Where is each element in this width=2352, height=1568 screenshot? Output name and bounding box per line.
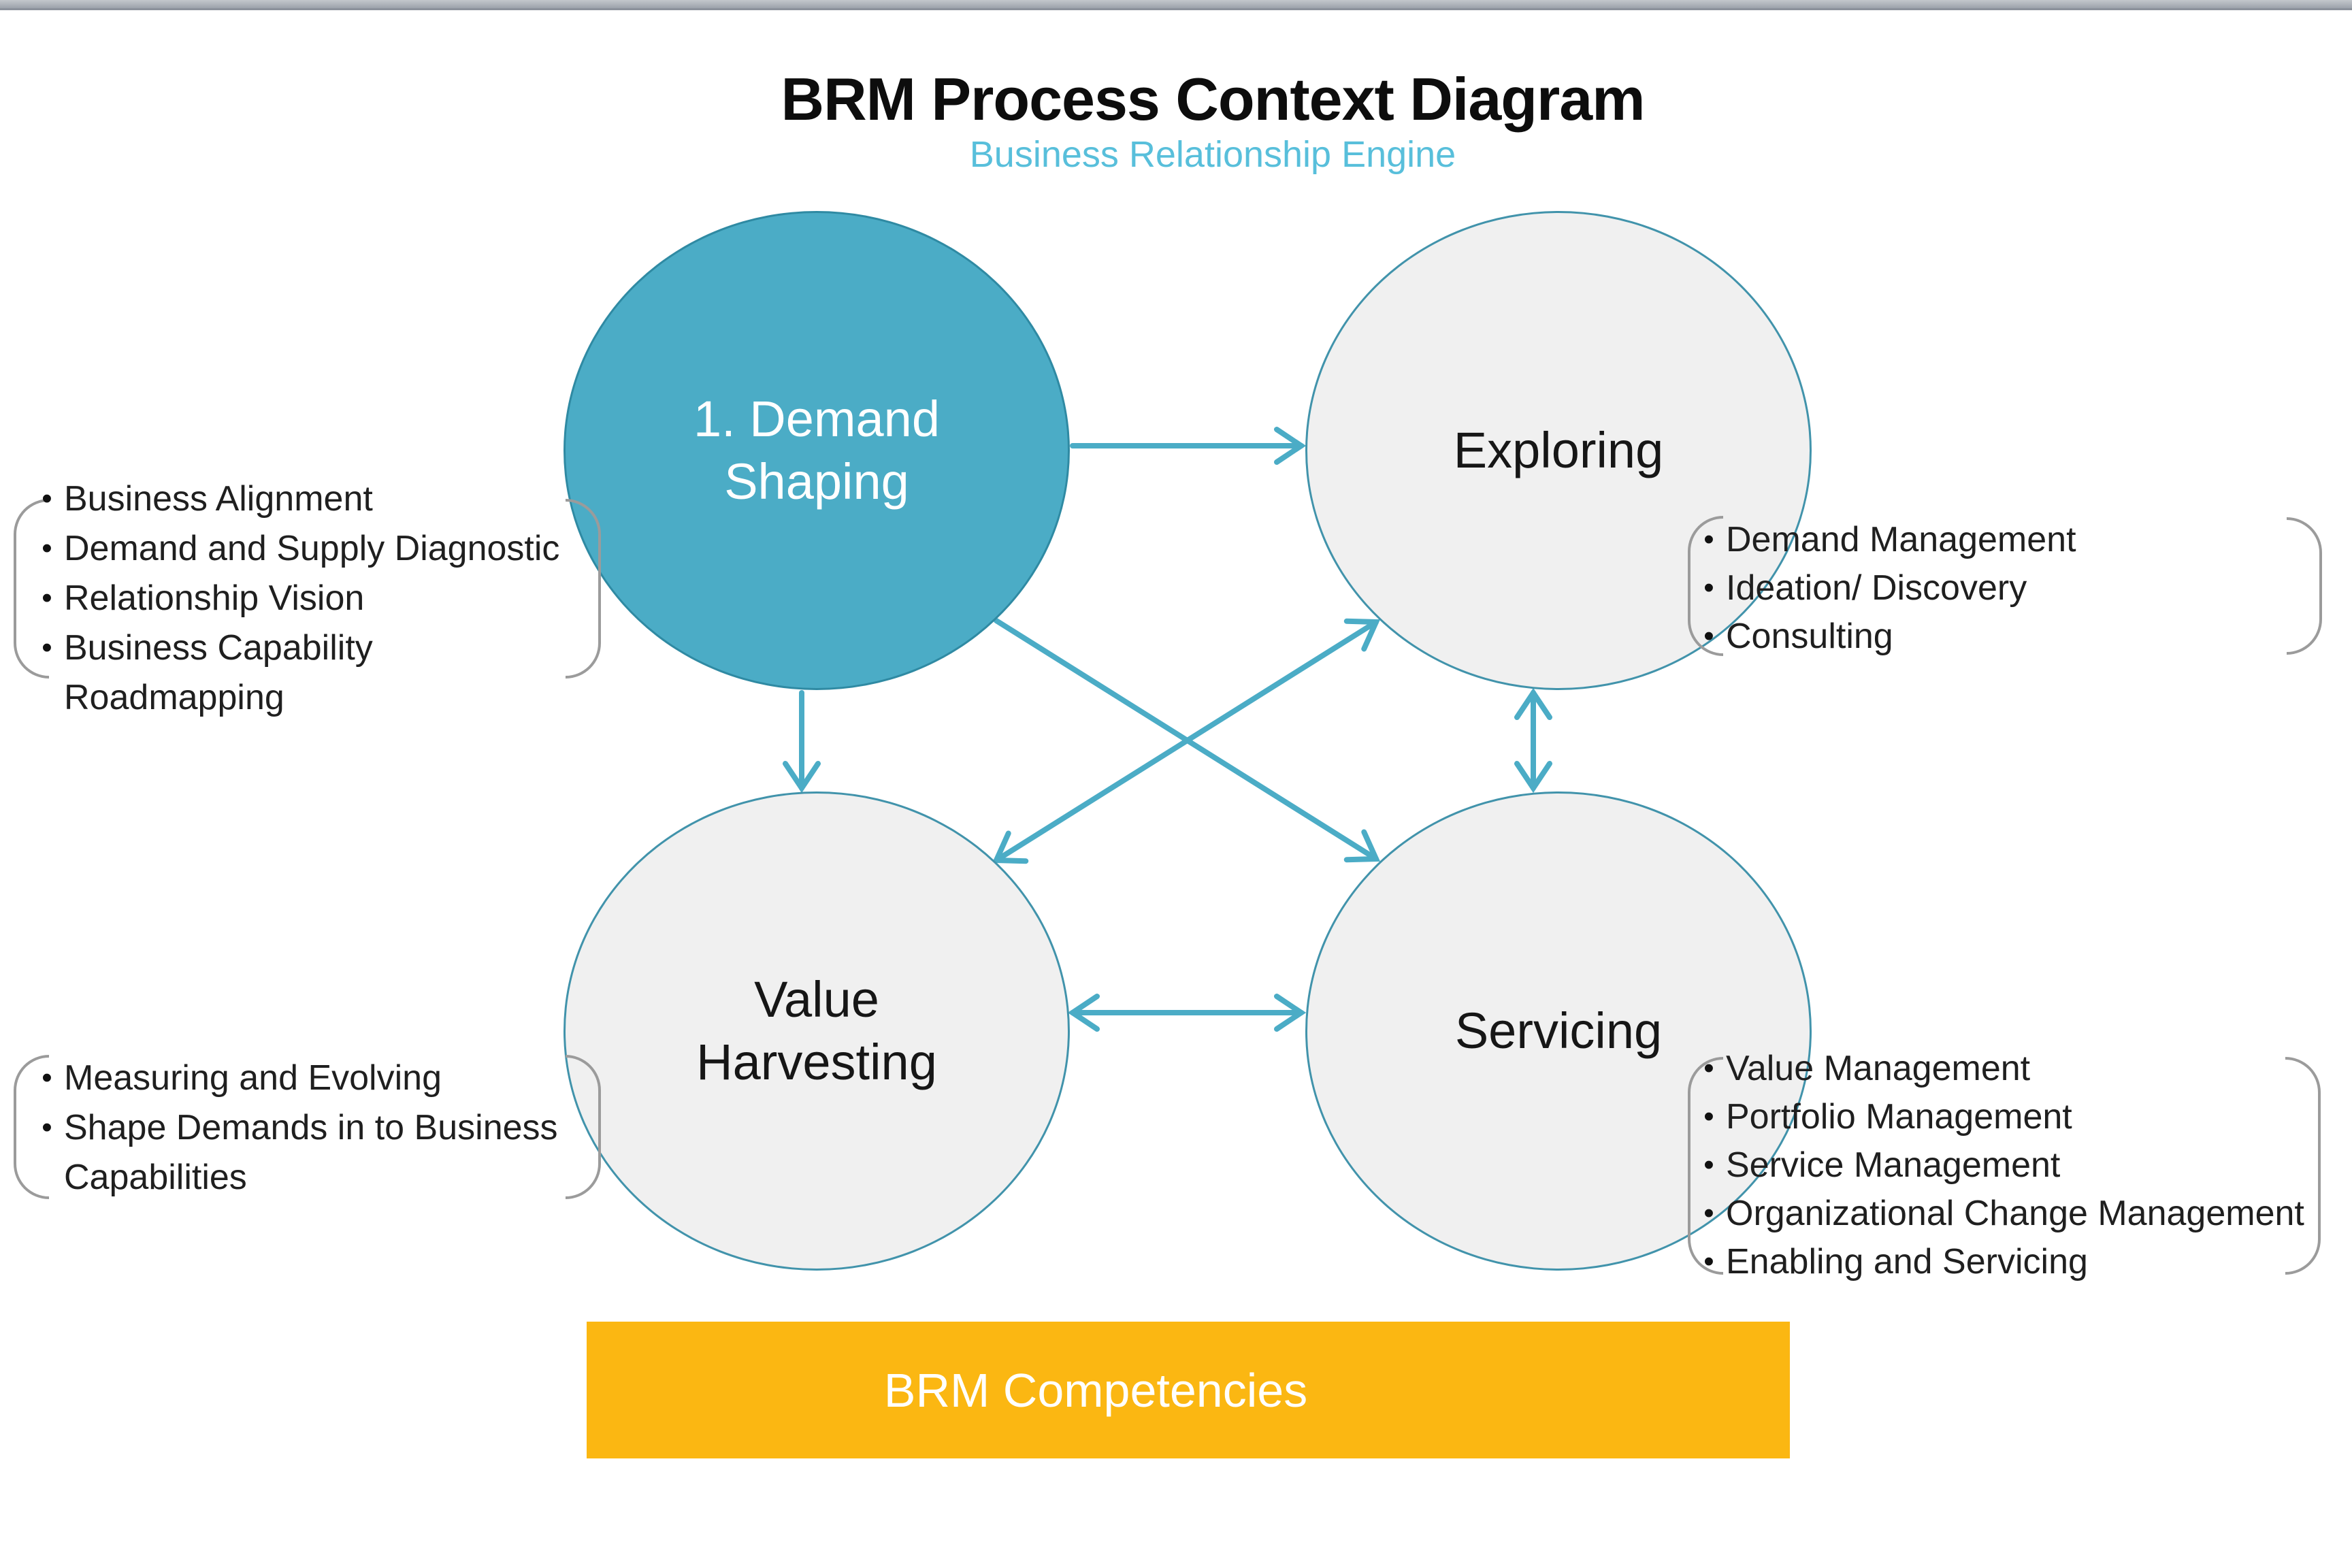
list-item-label: Service Management <box>1726 1145 2061 1185</box>
bullet-icon: • <box>1703 1099 1714 1133</box>
list-item-label: Business Alignment <box>64 478 373 519</box>
brm-competencies-label: BRM Competencies <box>883 1363 1308 1417</box>
bullet-icon: • <box>1703 570 1714 604</box>
circle-label-line: Value <box>754 970 879 1028</box>
circle-exploring: Exploring <box>1305 211 1812 690</box>
list-item-label: Ideation/ Discovery <box>1726 568 2027 608</box>
bullet-icon: • <box>1703 619 1714 653</box>
bullet-icon: • <box>1703 1051 1714 1085</box>
bracket-right-exploring-list <box>2287 517 2322 655</box>
bullet-icon: • <box>42 581 52 615</box>
circle-label-exploring: Exploring <box>1453 421 1664 478</box>
list-item: • Organizational Change Management <box>1692 1189 2304 1237</box>
list-item: • Service Management <box>1692 1141 2304 1189</box>
list-item-label: Demand Management <box>1726 519 2076 559</box>
circle-value-harvesting: Value Harvesting <box>564 791 1070 1271</box>
circle-label-line: Harvesting <box>696 1034 937 1090</box>
list-item: • Business Capability <box>30 623 559 672</box>
circle-label-line: Shaping <box>724 453 909 510</box>
list-item: • Ideation/ Discovery <box>1692 564 2076 612</box>
list-item-label: Portfolio Management <box>1726 1096 2072 1137</box>
list-item: • Value Management <box>1692 1044 2304 1092</box>
arrow-harvesting-exploring-diagonal-bidirectional <box>992 618 1381 864</box>
bracket-right-harvesting-list <box>566 1055 601 1199</box>
list-demand-shaping: • Business Alignment • Demand and Supply… <box>30 474 559 722</box>
list-exploring: • Demand Management • Ideation/ Discover… <box>1692 515 2076 660</box>
list-item-label: Measuring and Evolving <box>64 1058 442 1098</box>
page-subtitle: Business Relationship Engine <box>969 134 1456 176</box>
list-item: • Consulting <box>1692 612 2076 660</box>
list-item: • Demand and Supply Diagnostic <box>30 523 559 573</box>
list-item-label: Organizational Change Management <box>1726 1193 2304 1233</box>
bullet-icon: • <box>42 481 52 515</box>
bullet-icon: • <box>42 1110 52 1144</box>
circle-label-demand-shaping: 1. Demand Shaping <box>693 388 940 514</box>
circle-demand-shaping: 1. Demand Shaping <box>564 211 1070 690</box>
list-item-label: Enabling and Servicing <box>1726 1241 2088 1281</box>
list-item: • Measuring and Evolving <box>30 1053 558 1102</box>
list-item-label: Roadmapping <box>64 677 284 717</box>
bullet-icon: • <box>42 531 52 565</box>
list-item-label: Business Capability <box>64 627 373 668</box>
top-window-bar <box>0 0 2352 10</box>
list-item-label: Value Management <box>1726 1048 2031 1088</box>
arrow-demand-to-servicing-diagonal <box>994 618 1381 863</box>
page-title: BRM Process Context Diagram <box>781 65 1646 133</box>
list-item-label: Consulting <box>1726 616 1893 656</box>
list-item-label: Capabilities <box>64 1157 247 1197</box>
list-item: • Portfolio Management <box>1692 1092 2304 1141</box>
list-item-label: Shape Demands in to Business <box>64 1107 558 1147</box>
list-item: • Relationship Vision <box>30 573 559 623</box>
list-item: • Enabling and Servicing <box>1692 1237 2304 1286</box>
bullet-icon: • <box>1703 522 1714 556</box>
title-block: BRM Process Context Diagram Business Rel… <box>532 65 1893 176</box>
brm-competencies-bar: BRM Competencies <box>587 1322 1790 1458</box>
list-item-label: Demand and Supply Diagnostic <box>64 528 560 568</box>
bullet-icon: • <box>42 630 52 664</box>
circle-label-value-harvesting: Value Harvesting <box>696 968 937 1094</box>
list-item: • Business Alignment <box>30 474 559 523</box>
bullet-icon: • <box>1703 1244 1714 1278</box>
bracket-right-demand-list <box>566 499 601 679</box>
circle-servicing: Servicing <box>1305 791 1812 1271</box>
list-servicing: • Value Management • Portfolio Managemen… <box>1692 1044 2304 1286</box>
circle-label-line: 1. Demand <box>693 390 940 447</box>
list-item: • Shape Demands in to Business <box>30 1102 558 1152</box>
circle-label-servicing: Servicing <box>1454 1002 1663 1059</box>
list-item-label: Relationship Vision <box>64 578 365 618</box>
bullet-icon: • <box>42 1060 52 1094</box>
bullet-icon: • <box>1703 1147 1714 1181</box>
list-item-continuation: Capabilities <box>30 1152 558 1202</box>
list-item-continuation: Roadmapping <box>30 672 559 722</box>
list-value-harvesting: • Measuring and Evolving • Shape Demands… <box>30 1053 558 1202</box>
list-item: • Demand Management <box>1692 515 2076 564</box>
bullet-icon: • <box>1703 1196 1714 1230</box>
